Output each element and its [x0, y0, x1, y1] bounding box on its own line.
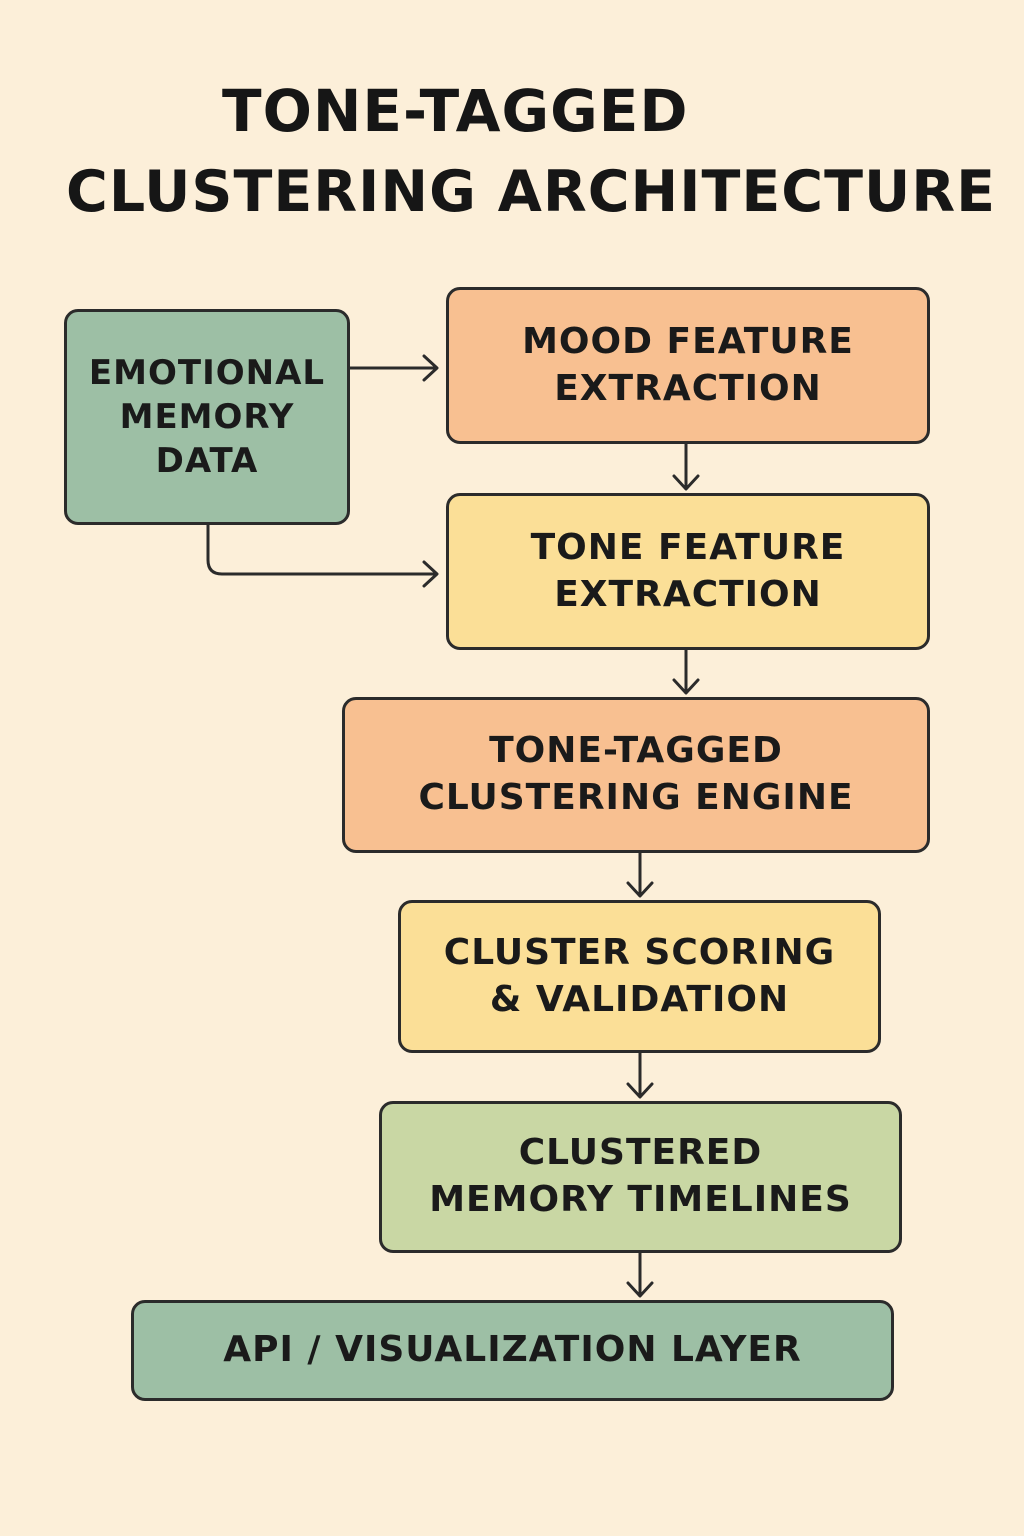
arrow-data-to-mood-head: [422, 354, 439, 382]
arrow-scoring-to-timelines-head: [626, 1082, 654, 1099]
node-label-line: CLUSTERED: [518, 1132, 763, 1174]
diagram-title-line-1: TONE-TAGGED: [222, 77, 689, 145]
node-label-line: CLUSTER SCORING: [443, 931, 836, 973]
node-label-line: MEMORY: [119, 396, 295, 437]
node-label-line: DATA: [155, 441, 259, 482]
arrow-engine-to-scoring-head: [626, 881, 654, 898]
node-cluster-scoring-validation: CLUSTER SCORING & VALIDATION: [398, 900, 881, 1053]
node-label-line: CLUSTERING ENGINE: [418, 777, 854, 818]
arrow-mood-to-tone-head: [672, 474, 700, 491]
node-label-line: MEMORY TIMELINES: [429, 1179, 852, 1220]
node-label-line: API / VISUALIZATION LAYER: [223, 1329, 802, 1371]
arrow-data-to-tone: [206, 523, 438, 576]
node-label-line: MOOD FEATURE: [522, 320, 854, 362]
node-label-line: TONE FEATURE: [530, 526, 846, 568]
node-label-line: TONE-TAGGED: [489, 730, 783, 772]
node-label-line: EMOTIONAL: [88, 352, 326, 393]
node-tone-feature-extraction: TONE FEATURE EXTRACTION: [446, 493, 930, 650]
node-tone-tagged-clustering-engine: TONE-TAGGED CLUSTERING ENGINE: [342, 697, 930, 853]
node-emotional-memory-data: EMOTIONAL MEMORY DATA: [64, 309, 350, 525]
node-label-line: & VALIDATION: [489, 978, 790, 1020]
node-label-line: EXTRACTION: [554, 367, 822, 409]
node-api-visualization-layer: API / VISUALIZATION LAYER: [131, 1300, 894, 1401]
node-clustered-memory-timelines: CLUSTERED MEMORY TIMELINES: [379, 1101, 902, 1253]
node-label-line: EXTRACTION: [554, 573, 822, 615]
node-mood-feature-extraction: MOOD FEATURE EXTRACTION: [446, 287, 930, 444]
arrow-data-to-tone-head: [422, 560, 439, 588]
diagram-title-line-2: CLUSTERING ARCHITECTURE: [66, 159, 997, 225]
arrow-timelines-to-api-head: [626, 1281, 654, 1298]
arrow-tone-to-engine-head: [672, 678, 700, 695]
